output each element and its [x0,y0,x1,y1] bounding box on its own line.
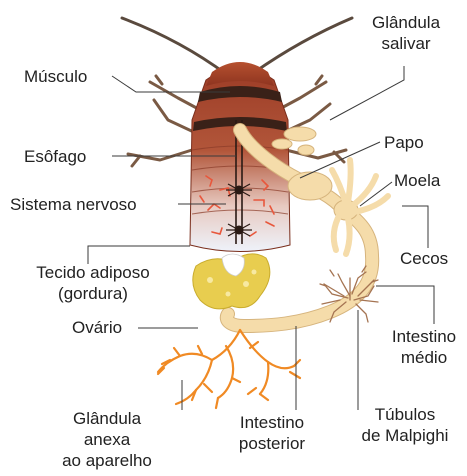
label-tecido-adiposo: Tecido adiposo (gordura) [18,262,168,304]
label-ovario: Ovário [72,317,122,338]
label-glandula-anexa: Glândula anexa ao aparelho [42,408,172,471]
label-glandula-salivar: Glândula salivar [360,12,452,54]
label-moela: Moela [394,170,440,191]
label-cecos: Cecos [400,248,448,269]
label-musculo: Músculo [24,66,87,87]
label-tubulos-malpighi: Túbulos de Malpighi [348,404,462,446]
label-papo: Papo [384,132,424,153]
label-sistema-nervoso: Sistema nervoso [10,194,137,215]
label-intestino-medio: Intestino médio [384,326,464,368]
accessory-gland [158,330,300,408]
label-esofago: Esôfago [24,146,86,167]
label-intestino-posterior: Intestino posterior [226,412,318,454]
fat-body-ovary [193,254,270,309]
